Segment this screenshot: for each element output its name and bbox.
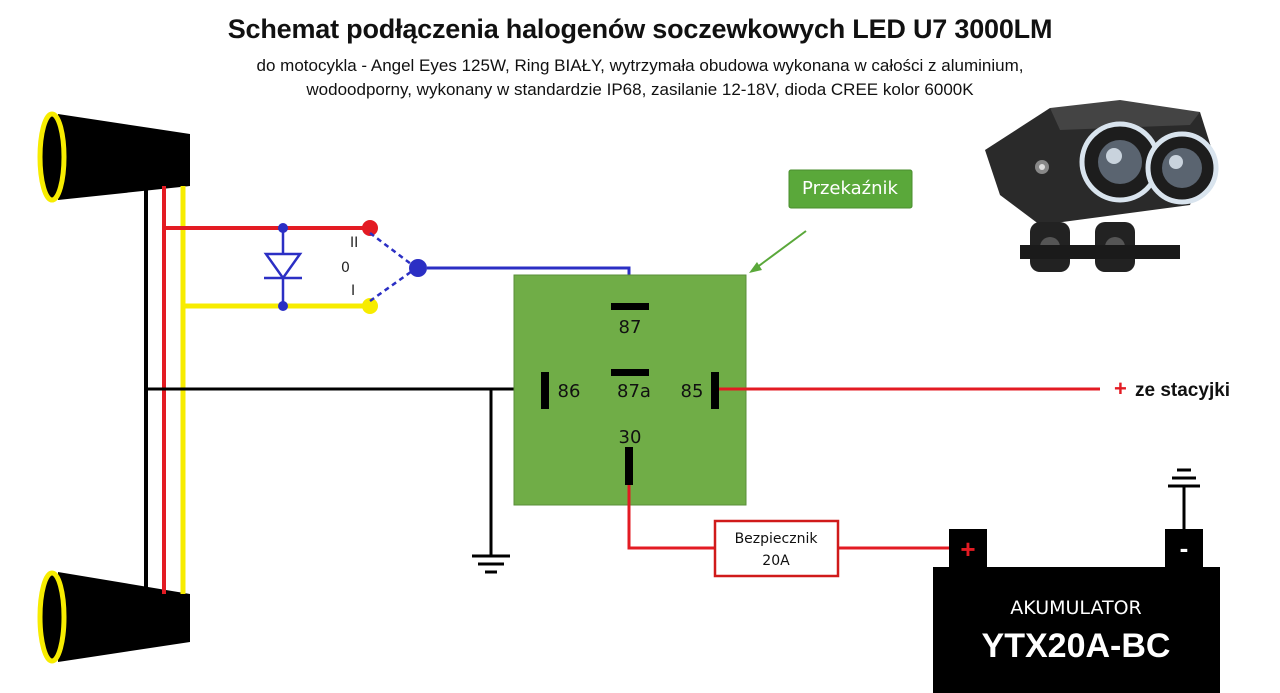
subtitle-line-2: wodoodporny, wykonany w standardzie IP68… xyxy=(306,80,974,99)
fuse-wire xyxy=(627,485,950,550)
switch-pos-2: II xyxy=(350,235,358,251)
pin-30-label: 30 xyxy=(619,427,642,448)
switch-wires xyxy=(164,223,370,311)
pin-86-label: 86 xyxy=(558,381,581,402)
diode-icon xyxy=(263,252,303,281)
battery-title: AKUMULATOR xyxy=(1010,597,1141,619)
fuse-label: Bezpiecznik xyxy=(735,531,819,547)
battery: + - AKUMULATOR YTX20A-BC xyxy=(933,529,1220,693)
ground-wire xyxy=(146,387,545,556)
relay-box: 87 87a 86 85 30 xyxy=(513,274,747,506)
ground-icon xyxy=(1168,468,1200,529)
battery-minus-terminal: - xyxy=(1180,533,1189,563)
pin-85-label: 85 xyxy=(681,381,704,402)
pin-87a-label: 87a xyxy=(617,381,651,402)
ignition-plus: + xyxy=(1114,376,1127,401)
relay-callout: Przekaźnik xyxy=(749,169,913,273)
ground-icon xyxy=(472,554,510,574)
battery-plus-terminal: + xyxy=(960,534,975,564)
battery-model: YTX20A-BC xyxy=(982,627,1171,665)
fuse-rating: 20A xyxy=(762,553,790,569)
switch-pos-0: 0 xyxy=(341,260,350,276)
headlight-icon xyxy=(37,111,190,203)
light-switch: II 0 I xyxy=(341,220,427,314)
ignition-wire: + ze stacyjki xyxy=(719,376,1230,401)
headlight-icon xyxy=(37,570,190,664)
relay-callout-text: Przekaźnik xyxy=(802,178,898,199)
pin-87-label: 87 xyxy=(619,317,642,338)
ignition-label: ze stacyjki xyxy=(1135,380,1230,401)
lamp-photo xyxy=(985,100,1219,272)
switch-pos-1: I xyxy=(351,283,355,299)
fuse: Bezpiecznik 20A xyxy=(713,519,840,578)
subtitle-line-1: do motocykla - Angel Eyes 125W, Ring BIA… xyxy=(256,56,1024,75)
diagram-title: Schemat podłączenia halogenów soczewkowy… xyxy=(227,14,1053,44)
